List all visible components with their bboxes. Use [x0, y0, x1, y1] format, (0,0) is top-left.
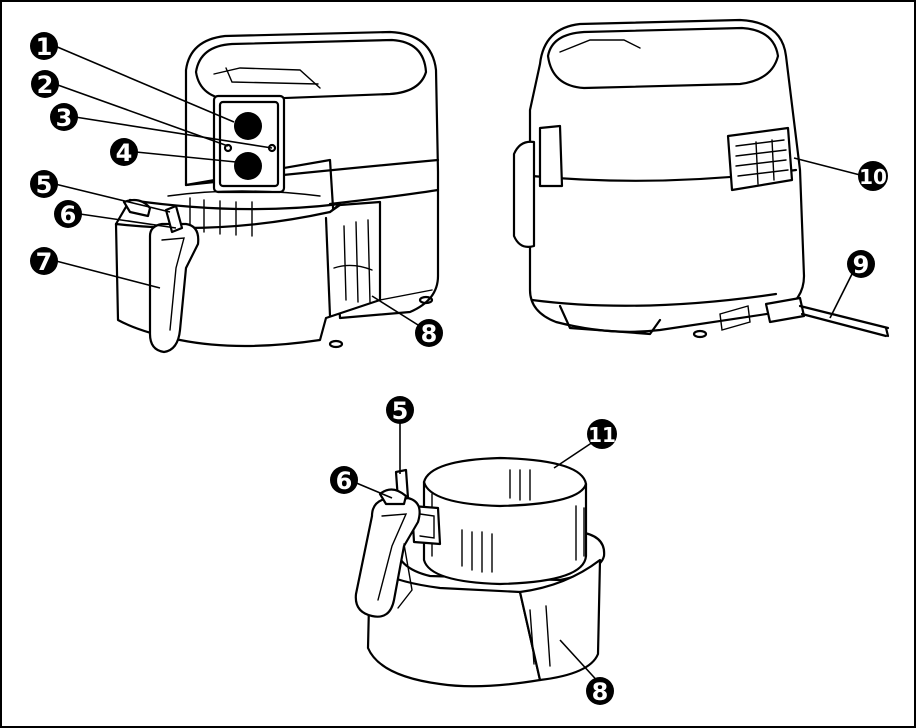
callout-9-label: 9 [853, 251, 870, 279]
back-view-handle [512, 140, 536, 248]
power-indicator-light [223, 143, 233, 153]
callout-11-label: 11 [588, 423, 616, 447]
callout-1-label: 1 [36, 33, 53, 61]
callout-7-label: 7 [36, 248, 53, 276]
callout-10-label: 10 [859, 165, 887, 189]
air-outlet-vent [726, 126, 794, 192]
callout-7: 7 [30, 247, 58, 276]
callout-3-label: 3 [56, 104, 73, 132]
callout-10: 10 [858, 161, 888, 191]
callout-2: 2 [31, 70, 59, 99]
callout-5-basket: 5 [386, 396, 414, 425]
callout-6-basket-label: 6 [336, 467, 353, 495]
callout-5: 5 [30, 170, 58, 199]
callout-8-label: 8 [421, 320, 438, 348]
basket [422, 456, 588, 586]
callout-8-basket-label: 8 [592, 678, 609, 706]
leader-lines [54, 45, 865, 687]
callout-5-label: 5 [36, 171, 53, 199]
callout-2-label: 2 [37, 71, 54, 99]
callout-8: 8 [415, 319, 443, 348]
callout-6-label: 6 [60, 201, 77, 229]
basket-and-pan-view [354, 456, 606, 688]
air-fryer-back-view [512, 18, 890, 339]
callout-5-basket-label: 5 [392, 397, 409, 425]
bottom-control-knob [234, 152, 262, 180]
callout-3: 3 [50, 103, 78, 132]
callout-9: 9 [847, 250, 875, 279]
callout-6-basket: 6 [330, 466, 358, 495]
callout-1: 1 [30, 32, 58, 61]
callout-4-label: 4 [116, 139, 133, 167]
air-fryer-front-view [114, 30, 440, 354]
callout-4: 4 [110, 138, 138, 167]
top-control-knob [234, 112, 262, 140]
callout-11: 11 [587, 419, 617, 449]
callout-8-basket: 8 [586, 677, 614, 706]
callout-6: 6 [54, 200, 82, 229]
